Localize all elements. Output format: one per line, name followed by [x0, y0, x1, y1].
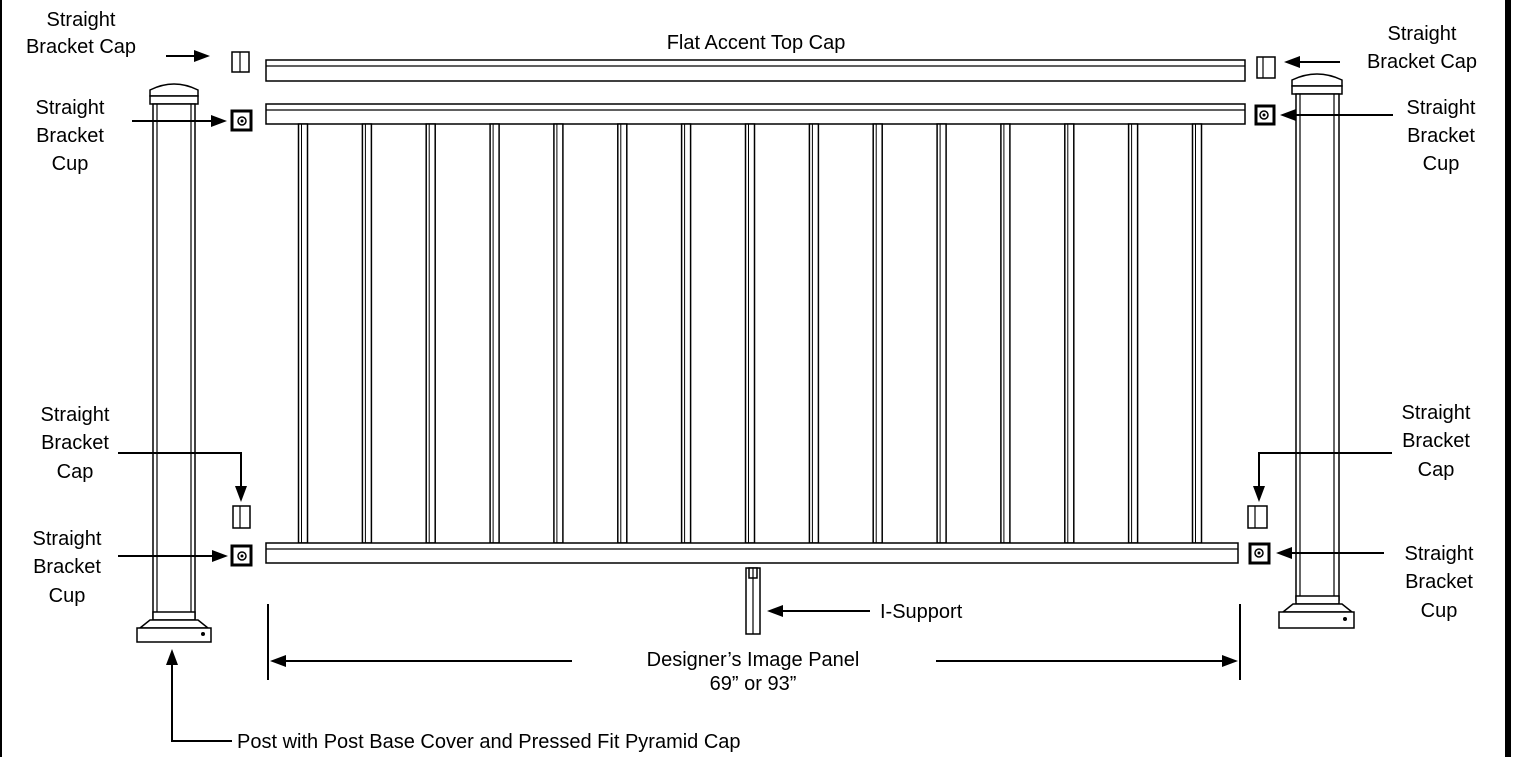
svg-text:Bracket: Bracket	[1407, 125, 1475, 147]
baluster	[361, 123, 373, 544]
arrow-bottom-left-cup	[118, 550, 228, 562]
panel-label: Designer’s Image Panel 69” or 93”	[647, 649, 860, 695]
arrow-top-left-cup	[132, 115, 227, 127]
arrow-bottom-left-cap	[118, 452, 247, 502]
svg-text:Bracket Cap: Bracket Cap	[26, 36, 136, 58]
top-right-cup-label: Straight Bracket Cup	[1407, 97, 1476, 175]
bracket-cap-top-right	[1256, 56, 1276, 79]
bottom-left-cup-label: Straight Bracket Cup	[33, 528, 102, 607]
arrow-bottom-right-cup	[1276, 547, 1384, 559]
baluster	[489, 123, 500, 544]
baluster	[1000, 123, 1011, 544]
svg-text:Straight: Straight	[1407, 97, 1476, 119]
arrow-top-right-cup	[1280, 109, 1393, 121]
svg-text:Straight: Straight	[41, 404, 110, 426]
bracket-cup-bottom-right	[1248, 542, 1271, 565]
bottom-right-cap-label: Straight Bracket Cap	[1402, 402, 1471, 481]
bottom-right-cup-label: Straight Bracket Cup	[1405, 543, 1474, 622]
bracket-cup-top-left	[230, 109, 253, 132]
baluster	[1127, 123, 1139, 544]
baluster	[1191, 123, 1203, 544]
i-support-label: I-Support	[880, 601, 963, 623]
baluster	[808, 123, 820, 544]
svg-text:Bracket: Bracket	[1405, 571, 1473, 593]
svg-text:Straight: Straight	[36, 97, 105, 119]
svg-text:Cup: Cup	[1421, 600, 1458, 622]
bracket-cap-bottom-right	[1247, 505, 1268, 529]
panel-dimension	[267, 604, 1241, 680]
balusters	[297, 123, 1203, 544]
bracket-cup-bottom-left	[230, 544, 253, 567]
baluster	[680, 123, 692, 544]
svg-text:Cap: Cap	[1418, 459, 1455, 481]
bracket-cup-top-right	[1254, 104, 1276, 126]
baluster	[744, 123, 756, 544]
svg-text:Cup: Cup	[49, 585, 86, 607]
baluster	[936, 123, 947, 544]
arrow-top-right-cap	[1284, 56, 1340, 68]
i-support	[745, 567, 761, 635]
svg-text:Straight: Straight	[1405, 543, 1474, 565]
left-post	[136, 83, 212, 643]
baluster	[297, 123, 309, 544]
top-rail	[265, 103, 1246, 125]
top-left-cap-label: Straight Bracket Cap	[26, 9, 136, 58]
bottom-left-cap-label: Straight Bracket Cap	[41, 404, 110, 483]
arrow-bottom-right-cap	[1253, 452, 1392, 502]
svg-text:Bracket: Bracket	[41, 432, 109, 454]
svg-text:Cup: Cup	[1423, 153, 1460, 175]
svg-text:69” or 93”: 69” or 93”	[710, 673, 797, 695]
arrow-i-support	[767, 605, 870, 617]
baluster	[617, 123, 628, 544]
svg-text:Bracket: Bracket	[1402, 430, 1470, 452]
svg-text:Straight: Straight	[47, 9, 116, 31]
baluster	[872, 123, 883, 544]
svg-text:Cap: Cap	[57, 461, 94, 483]
baluster	[553, 123, 564, 544]
bracket-cap-bottom-left	[232, 505, 251, 529]
svg-text:Straight: Straight	[33, 528, 102, 550]
flat-accent-top-cap-label: Flat Accent Top Cap	[667, 32, 846, 54]
svg-text:Designer’s Image Panel: Designer’s Image Panel	[647, 649, 860, 671]
baluster	[425, 123, 436, 544]
arrow-post	[166, 649, 232, 742]
arrow-top-left-cap	[166, 50, 210, 62]
bracket-cap-top-left	[231, 51, 250, 73]
post-label: Post with Post Base Cover and Pressed Fi…	[237, 731, 741, 753]
bottom-rail	[265, 542, 1239, 564]
svg-text:Bracket Cap: Bracket Cap	[1367, 51, 1477, 73]
flat-accent-top-cap	[265, 59, 1246, 82]
svg-text:Bracket: Bracket	[33, 556, 101, 578]
svg-text:Straight: Straight	[1388, 23, 1457, 45]
right-post	[1278, 73, 1355, 629]
top-right-cap-label: Straight Bracket Cap	[1367, 23, 1477, 73]
baluster	[1064, 123, 1075, 544]
svg-text:Bracket: Bracket	[36, 125, 104, 147]
svg-text:Straight: Straight	[1402, 402, 1471, 424]
top-left-cup-label: Straight Bracket Cup	[36, 97, 105, 175]
svg-text:Cup: Cup	[52, 153, 89, 175]
